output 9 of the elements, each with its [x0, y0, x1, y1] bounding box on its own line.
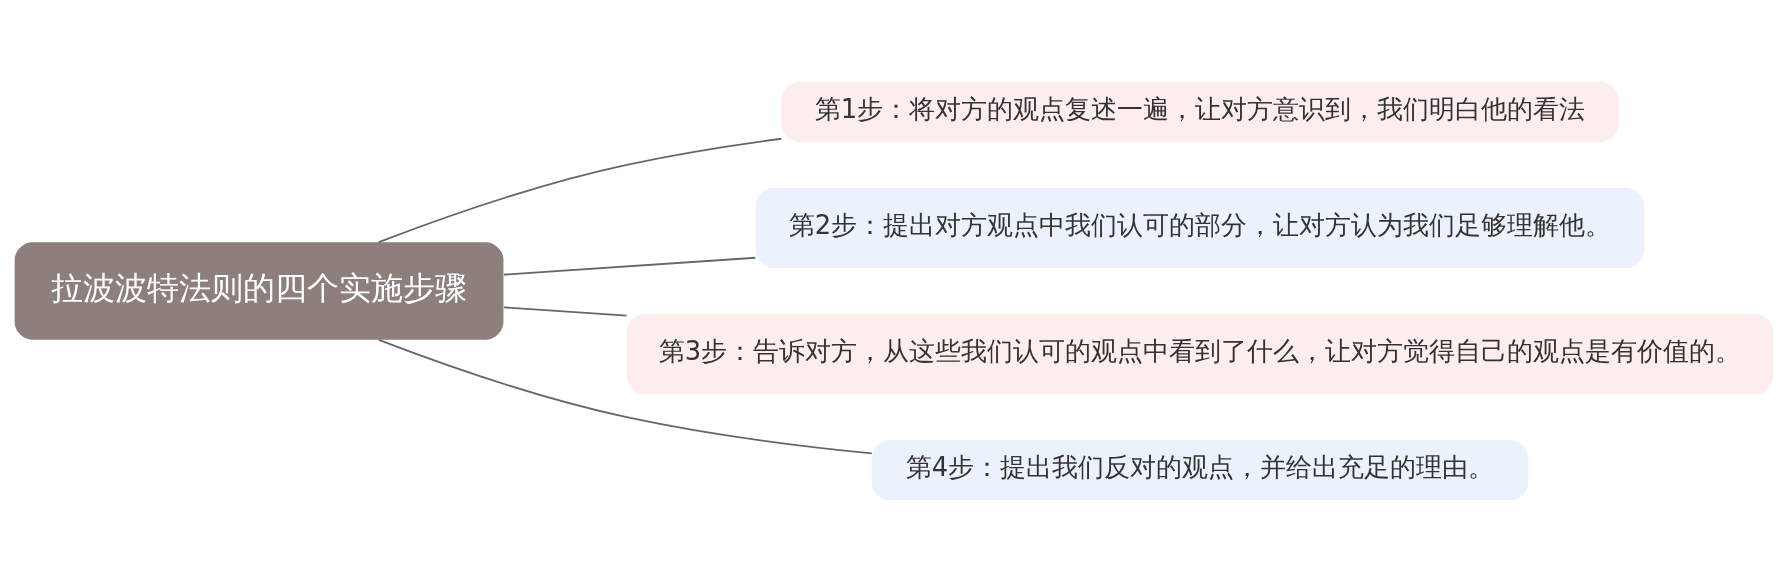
connector [502, 256, 757, 276]
node-box: 第2步：提出对方观点中我们认可的部分，让对方认为我们足够理解他。 [755, 187, 1645, 269]
node-box: 第4步：提出我们反对的观点，并给出充足的理由。 [871, 440, 1529, 501]
node-box: 第1步：将对方的观点复述一遍，让对方意识到，我们明白他的看法 [781, 81, 1619, 142]
node-box: 第3步：告诉对方，从这些我们认可的观点中看到了什么，让对方觉得自己的观点是有价值的。 [626, 313, 1774, 395]
node-box: 拉波波特法则的四个实施步骤 [14, 242, 504, 340]
connector [377, 338, 873, 455]
connector [502, 306, 628, 317]
connector [377, 137, 783, 244]
